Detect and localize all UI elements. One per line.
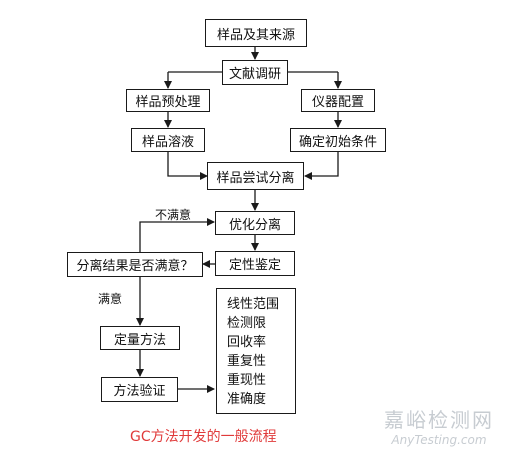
edge-conditions-to-trial — [304, 152, 339, 180]
criteria-item: 检测限 — [227, 316, 267, 331]
node-instrument-config: 仪器配置 — [301, 89, 375, 112]
node-method-validation: 方法验证 — [101, 377, 178, 402]
figure-caption: GC方法开发的一般流程 — [130, 429, 277, 445]
node-satisfied-question: 分离结果是否满意？ — [67, 252, 203, 277]
node-literature-review: 文献调研 — [222, 60, 288, 85]
criteria-item: 线性范围 — [227, 297, 280, 312]
watermark-en: AnyTesting.com — [391, 433, 487, 447]
edge-solution-to-trial — [167, 152, 208, 180]
watermark: 嘉峪检测网 AnyTesting.com — [384, 404, 494, 447]
edge-question-to-optimize — [139, 218, 215, 252]
label-not-satisfied: 不满意 — [155, 208, 192, 222]
node-quantitative-method: 定量方法 — [100, 326, 180, 350]
node-sample-pretreatment: 样品预处理 — [126, 89, 210, 112]
criteria-item: 重现性 — [227, 373, 267, 388]
node-qualitative-identification: 定性鉴定 — [215, 251, 295, 276]
criteria-item: 准确度 — [227, 392, 267, 407]
criteria-item: 回收率 — [227, 335, 267, 350]
validation-criteria-box: 线性范围 检测限 回收率 重复性 重现性 准确度 — [216, 288, 296, 414]
label-satisfied: 满意 — [98, 292, 123, 306]
node-optimize-separation: 优化分离 — [215, 211, 295, 235]
criteria-item: 重复性 — [227, 354, 267, 369]
node-initial-conditions: 确定初始条件 — [290, 128, 386, 152]
node-trial-separation: 样品尝试分离 — [207, 162, 304, 190]
node-sample-solution: 样品溶液 — [131, 128, 205, 152]
node-sample-source: 样品及其来源 — [205, 19, 307, 47]
watermark-cn: 嘉峪检测网 — [384, 408, 494, 432]
